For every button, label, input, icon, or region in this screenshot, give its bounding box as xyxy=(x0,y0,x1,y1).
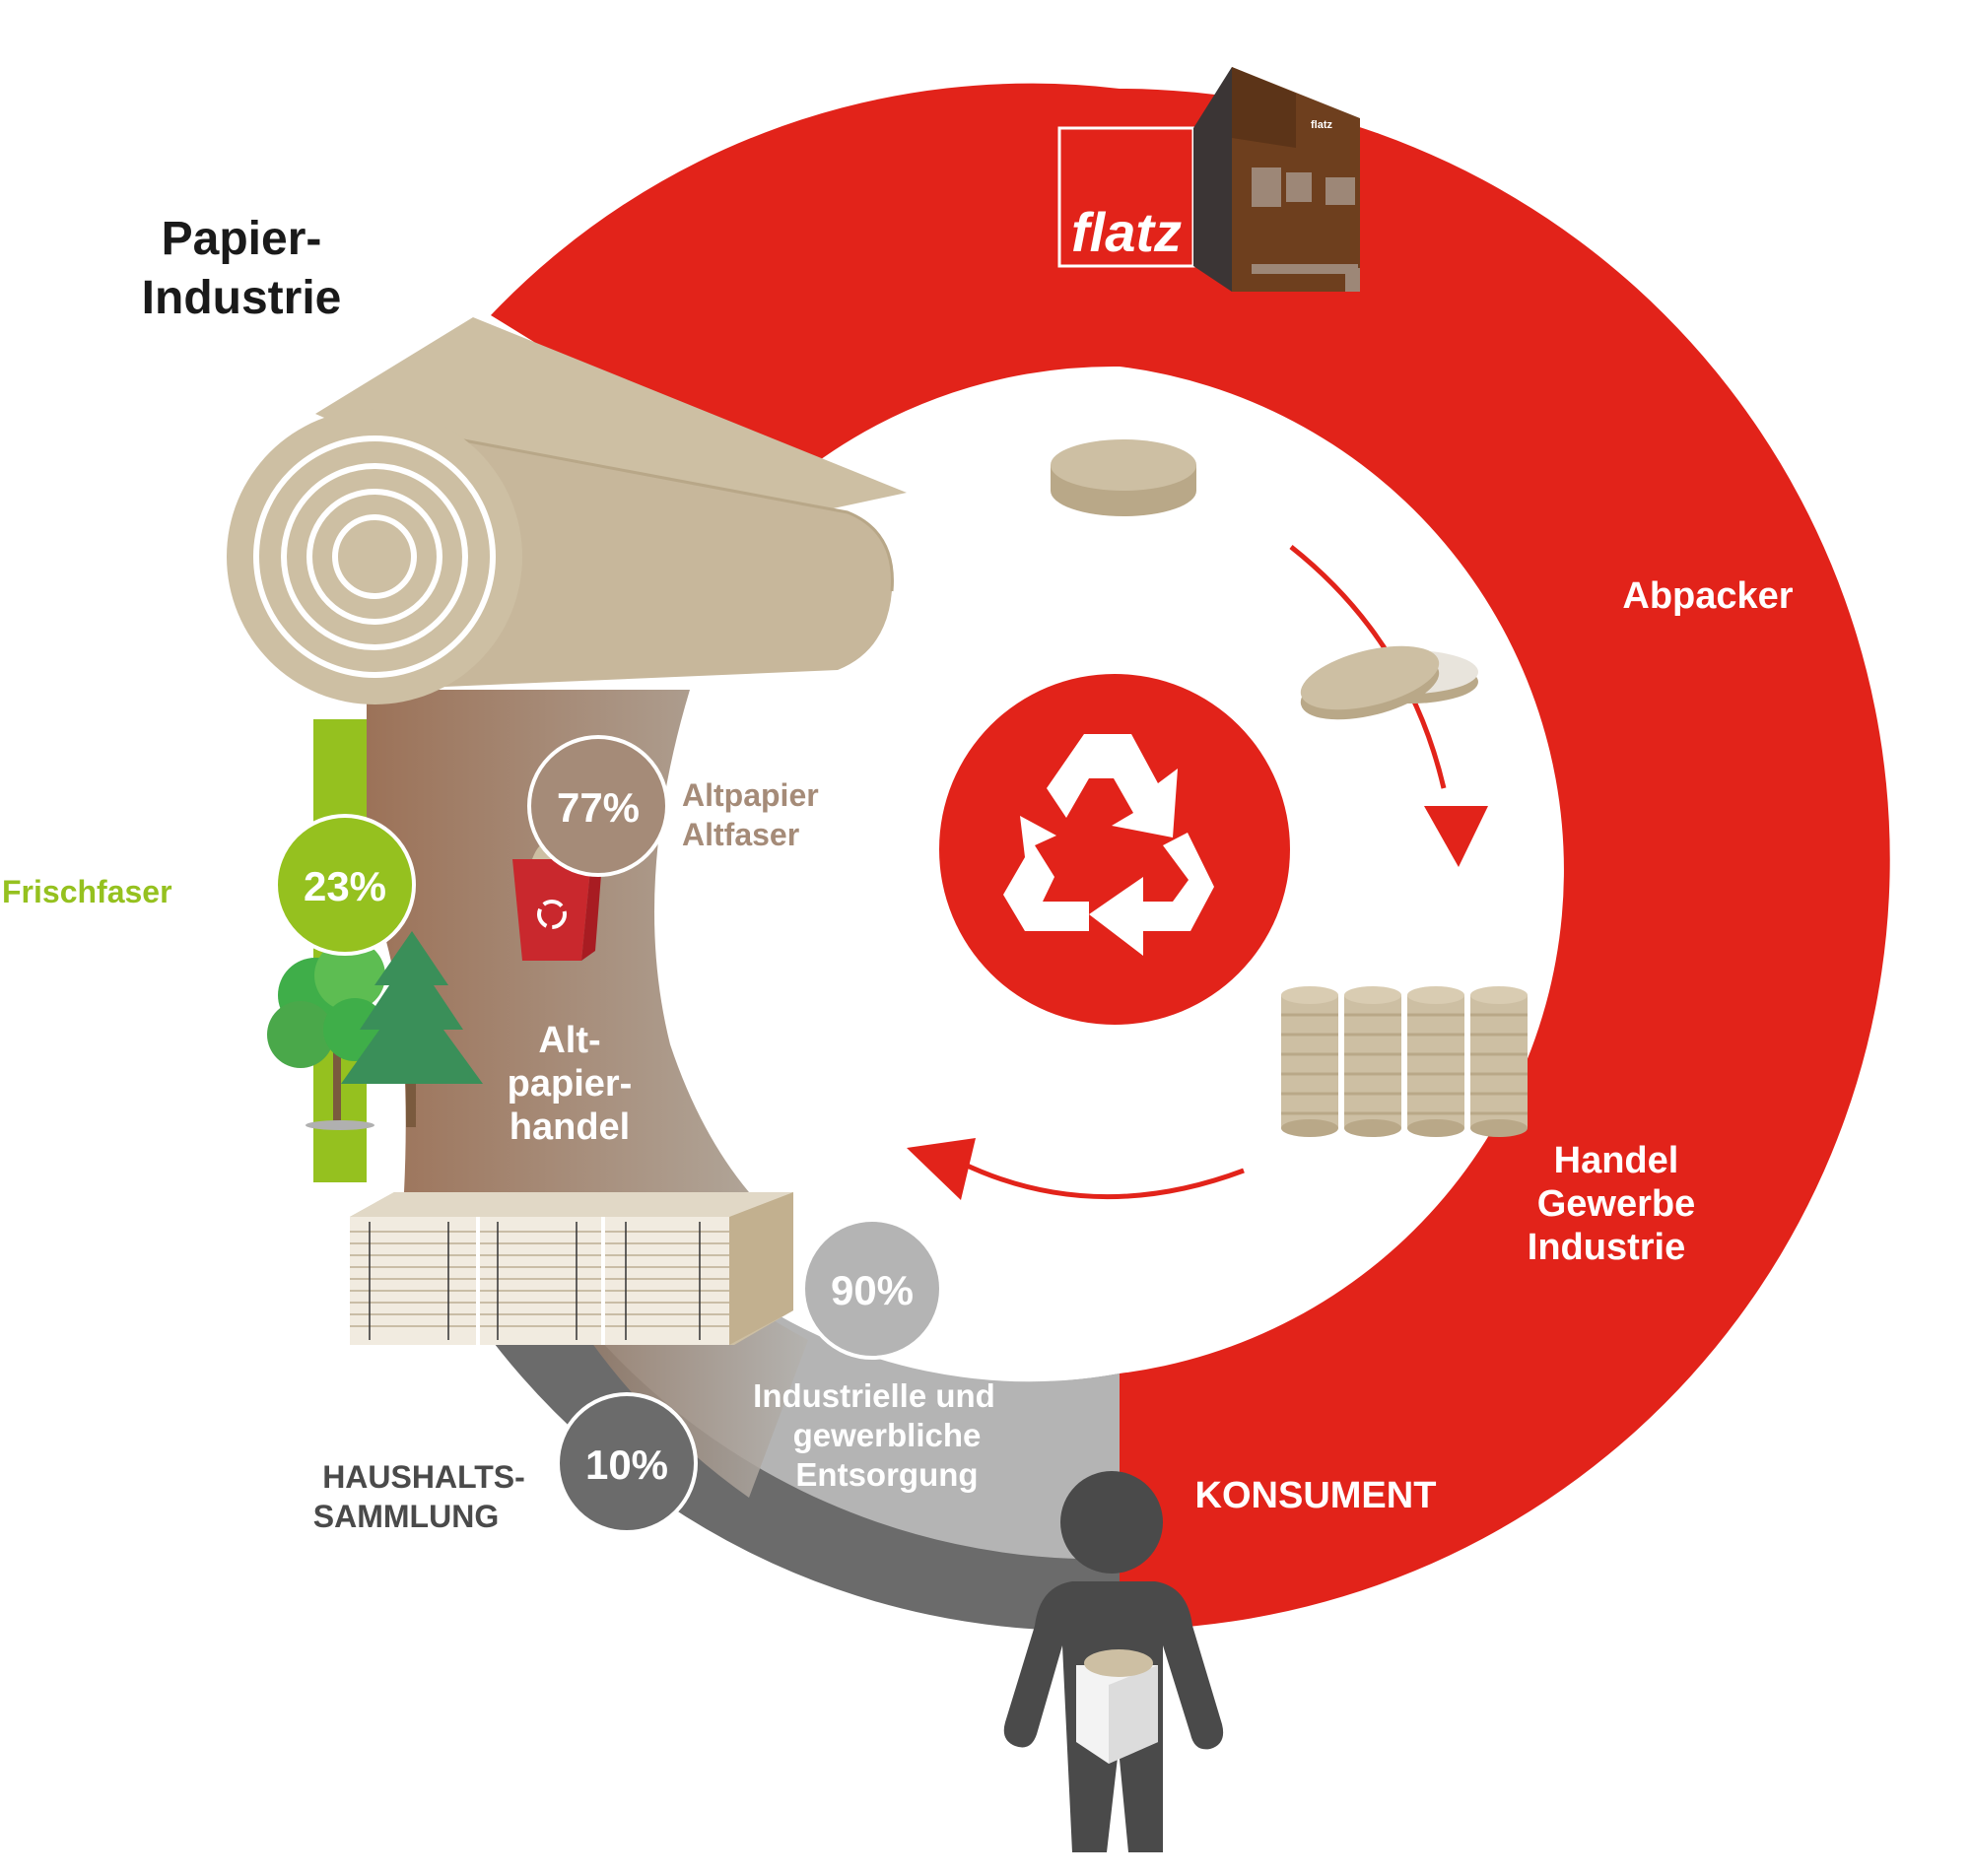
label-virgin: Frischfaser xyxy=(2,874,172,909)
tin-stack-icon xyxy=(1281,986,1528,1137)
ring-segment-red xyxy=(1120,89,1890,1630)
cycle-arrow-right-head xyxy=(1424,806,1488,867)
cycle-arrow-left-head xyxy=(907,1138,976,1200)
label-household: HAUSHALTS- SAMMLUNG xyxy=(313,1459,525,1534)
label-paper-trade-line-2: papier- xyxy=(508,1063,633,1105)
label-trade-line-3: Industrie xyxy=(1528,1227,1685,1268)
label-recovered-line-2: Altfaser xyxy=(682,817,799,852)
label-trade: Handel Gewerbe Industrie xyxy=(1528,1140,1696,1268)
badge-household-value: 10% xyxy=(585,1441,668,1488)
tin-open-icon xyxy=(1300,645,1478,720)
badge-recovered: 77% xyxy=(527,735,669,877)
badge-household: 10% xyxy=(556,1392,698,1534)
factory-sign: flatz xyxy=(1311,119,1333,131)
badge-industrial: 90% xyxy=(801,1218,943,1360)
label-paper-industry: Papier- Industrie xyxy=(142,213,342,324)
badge-industrial-value: 90% xyxy=(831,1267,914,1313)
label-recovered-line-1: Altpapier xyxy=(682,777,819,813)
paper-roll-icon xyxy=(227,317,907,704)
label-paper-trade: Alt- papier- handel xyxy=(508,1020,633,1148)
brand-logo: flatz xyxy=(1071,201,1182,263)
label-paper-industry-line-1: Papier- xyxy=(162,213,322,265)
label-industrial-line-3: Entsorgung xyxy=(795,1456,978,1493)
cycle-arrow-left xyxy=(959,1160,1245,1200)
label-recovered: Altpapier Altfaser xyxy=(682,777,819,852)
label-paper-trade-line-1: Alt- xyxy=(538,1020,600,1061)
label-industrial-disposal: Industrielle und gewerbliche Entsorgung xyxy=(753,1377,995,1493)
label-household-line-1: HAUSHALTS- xyxy=(322,1459,525,1495)
label-consumer: KONSUMENT xyxy=(1195,1475,1437,1516)
label-household-line-2: SAMMLUNG xyxy=(313,1499,499,1534)
consumer-person-icon xyxy=(1003,1471,1224,1852)
label-packer: Abpacker xyxy=(1622,575,1793,617)
label-paper-trade-line-3: handel xyxy=(510,1106,630,1148)
badge-virgin-value: 23% xyxy=(304,863,386,909)
factory-icon: flatz flatz xyxy=(1057,67,1360,292)
recycle-icon xyxy=(1003,734,1214,956)
badge-virgin: 23% xyxy=(274,814,416,956)
label-paper-industry-line-2: Industrie xyxy=(142,272,342,324)
tree-icon xyxy=(267,931,483,1130)
label-industrial-line-1: Industrielle und xyxy=(753,1377,995,1414)
inner-cycle xyxy=(907,439,1528,1200)
paper-bale-icon xyxy=(350,1192,793,1345)
badge-recovered-value: 77% xyxy=(557,784,640,831)
label-industrial-line-2: gewerbliche xyxy=(793,1417,982,1453)
tin-lid-icon xyxy=(1051,439,1196,516)
recycle-badge xyxy=(939,674,1290,1025)
label-trade-line-1: Handel xyxy=(1554,1140,1679,1181)
label-trade-line-2: Gewerbe xyxy=(1537,1183,1696,1225)
